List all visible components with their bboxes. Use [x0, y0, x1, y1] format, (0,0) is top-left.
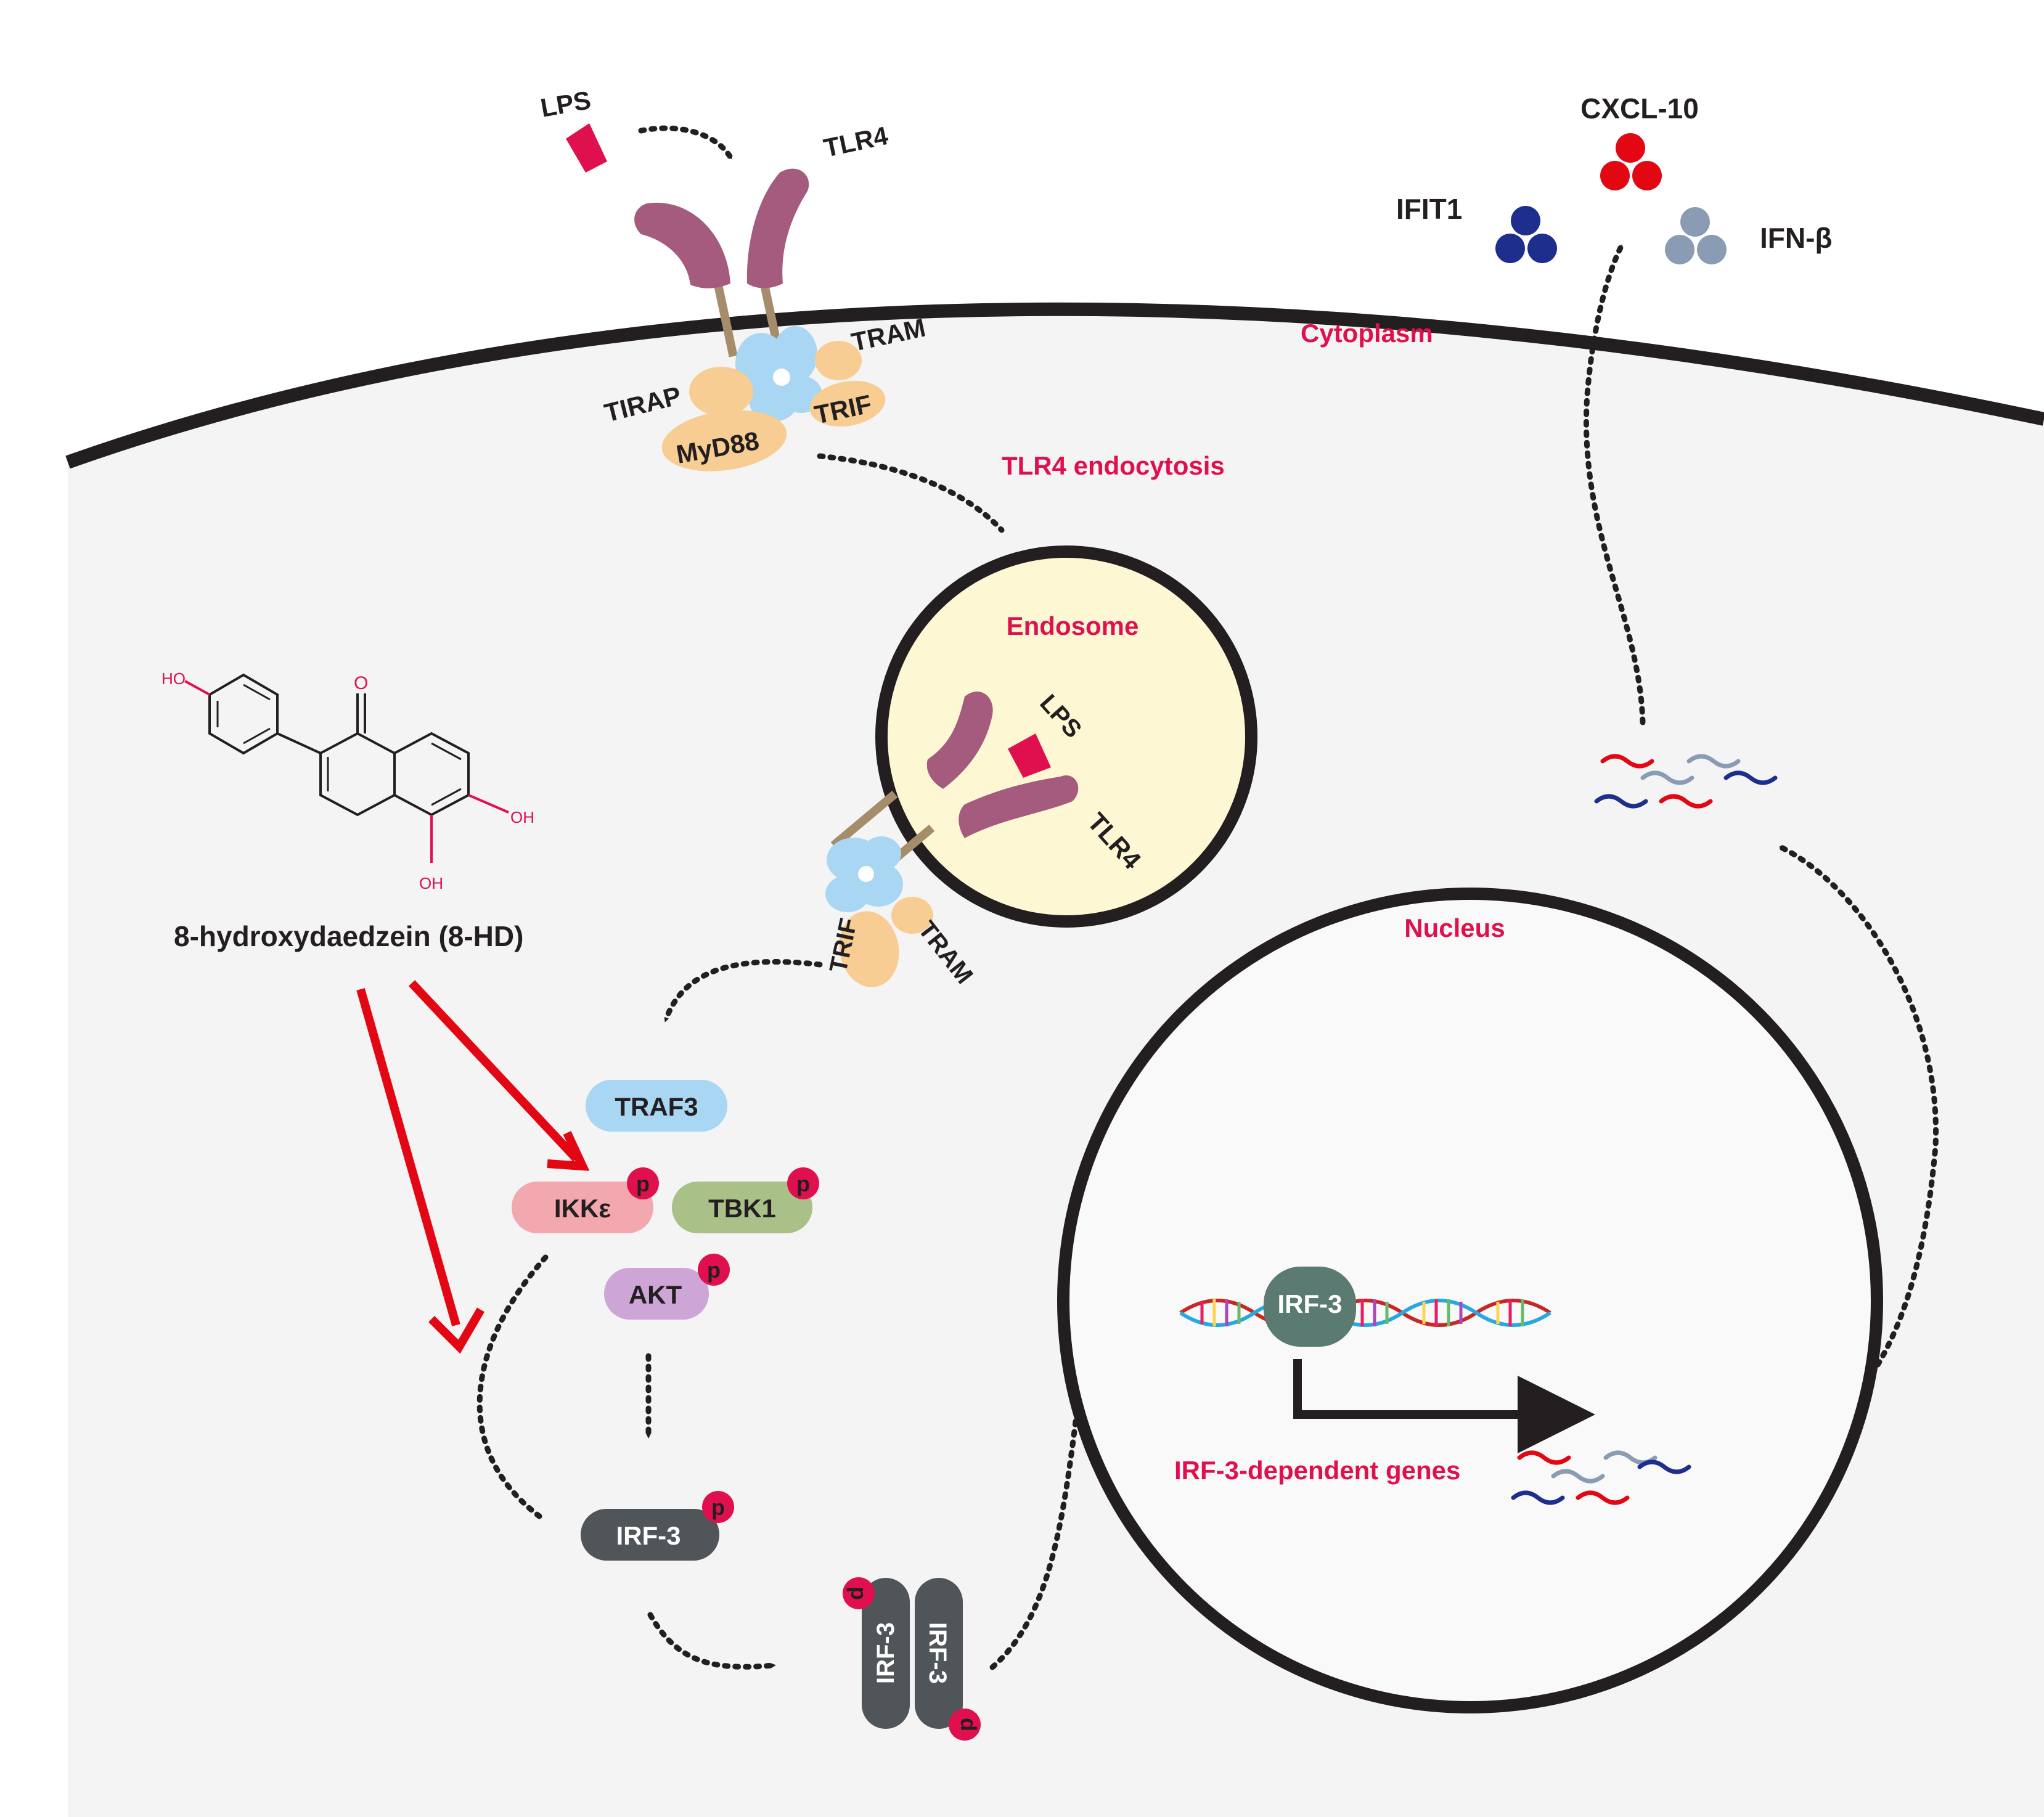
arrow-mrna-to-secretion: [1584, 243, 1646, 725]
akt-phospho-label: p: [707, 1257, 721, 1283]
ifit1-molecules: [1495, 206, 1557, 263]
tbk1-node: [672, 1182, 812, 1233]
tbk1-label: TBK1: [708, 1194, 776, 1223]
cytoplasm-label: Cytoplasm: [1301, 319, 1433, 348]
chem-ho-label: HO: [161, 669, 186, 688]
compound-name-label: 8-hydroxydaedzein (8-HD): [174, 920, 523, 952]
irf3-bound-dna: [1264, 1267, 1356, 1347]
akt-node: [604, 1268, 709, 1320]
ifnb-molecules: [1665, 207, 1727, 264]
cxcl10-label: CXCL-10: [1580, 92, 1699, 125]
chem-oh2-label: OH: [419, 874, 443, 892]
ifnb-label: IFN-β: [1760, 222, 1833, 254]
irf3-label: IRF-3: [616, 1521, 681, 1550]
arrow-irf3-to-dimer: [647, 1612, 777, 1670]
lps-top-label: LPS: [538, 85, 593, 122]
ifit1-label: IFIT1: [1396, 193, 1462, 225]
tlr4-endocytosis-label: TLR4 endocytosis: [1002, 451, 1225, 480]
irf3-dimer-a: [862, 1578, 910, 1729]
ikke-label: IKKε: [554, 1194, 611, 1223]
mrna-nucleus: [1511, 1450, 1691, 1505]
irf3-dimer-b-phospho-badge: [949, 1709, 981, 1741]
lps-molecule-top: [566, 123, 607, 173]
surface-tlr4-complex: [634, 168, 886, 472]
arrow-ikke-to-irf3: [476, 1254, 549, 1519]
ikke-node: [512, 1182, 653, 1233]
inhibition-arrows: [356, 980, 590, 1354]
ikke-phospho-badge: [627, 1167, 659, 1199]
chem-o-label: O: [354, 673, 368, 693]
traf3-node: [586, 1080, 727, 1132]
irf3-phospho-badge: [702, 1491, 734, 1523]
mrna-cytoplasm: [1594, 754, 1778, 809]
akt-phospho-badge: [698, 1254, 730, 1286]
nucleus-label: Nucleus: [1404, 913, 1505, 942]
nucleus-envelope: [1057, 888, 1883, 1713]
akt-label: AKT: [629, 1280, 682, 1309]
irf3-dimer-a-label: IRF-3: [872, 1622, 899, 1684]
tbk1-phospho-badge: [787, 1167, 819, 1199]
traf3-label: TRAF3: [615, 1092, 698, 1121]
irf3-dna-label: IRF-3: [1278, 1289, 1343, 1318]
arrow-lps-to-tlr4: [638, 125, 734, 160]
chemical-structure-8hd: [184, 673, 509, 863]
irf3-dimer-b: [915, 1578, 963, 1729]
chem-oh1-label: OH: [510, 808, 534, 827]
tlr4-top-label: TLR4: [821, 121, 891, 163]
irf3-dimer-b-label: IRF-3: [924, 1622, 951, 1684]
arrow-endosome-to-traf3: [663, 959, 823, 1023]
irf3-phospho-node: [581, 1509, 719, 1561]
tbk1-phospho-label: p: [796, 1171, 810, 1196]
irf3-phospho-label: p: [711, 1495, 725, 1520]
plasma-membrane: [65, 302, 2044, 469]
endosome-label: Endosome: [1007, 611, 1139, 640]
cxcl10-molecules: [1600, 133, 1662, 190]
arrow-endocytosis: [817, 453, 1005, 533]
irf3-dimer-a-phospho-badge: [843, 1577, 875, 1609]
irf3-dimer-b-phospho-label: p: [952, 1718, 978, 1731]
irf3-genes-label: IRF-3-dependent genes: [1174, 1456, 1460, 1485]
irf3-dimer-a-phospho-label: p: [846, 1586, 872, 1600]
ikke-phospho-label: p: [636, 1171, 650, 1196]
lps-molecule-endosome: [1008, 733, 1051, 778]
endosome-tlr4-complex: [825, 691, 1079, 987]
transcription-arrow: [1293, 1359, 1595, 1453]
